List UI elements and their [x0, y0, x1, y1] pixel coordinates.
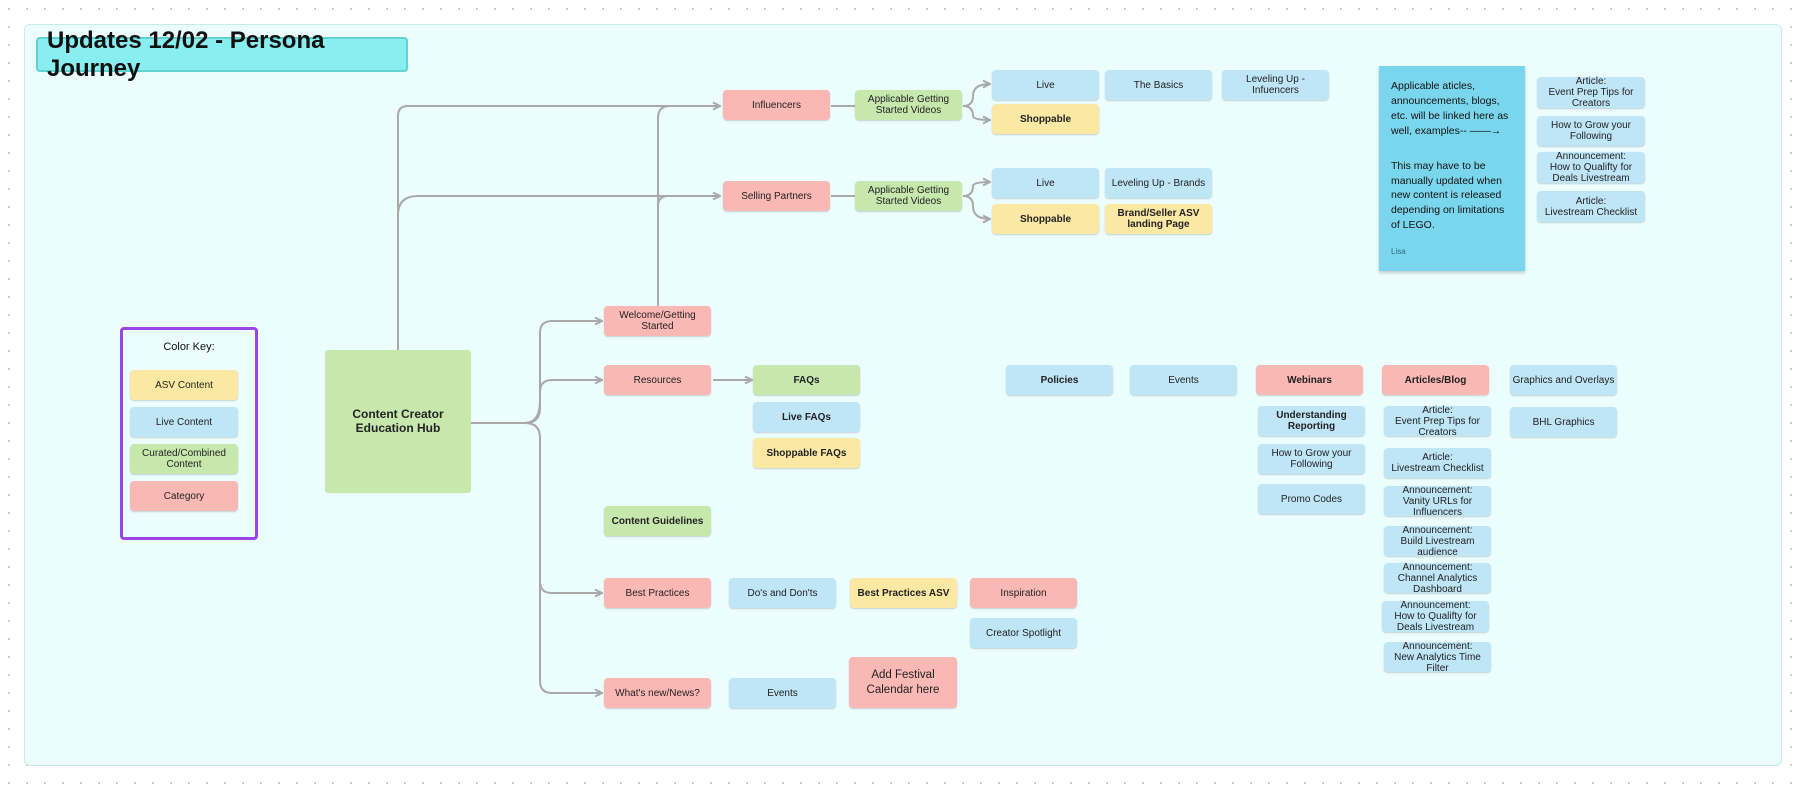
node-understanding-reporting[interactable]: Understanding Reporting — [1258, 406, 1365, 436]
note-example-livestream-checklist[interactable]: Article: Livestream Checklist — [1537, 191, 1645, 222]
node-policies[interactable]: Policies — [1006, 365, 1113, 395]
node-whats-new[interactable]: What's new/News? — [604, 678, 711, 708]
node-announcement-build-audience[interactable]: Announcement: Build Livestream audience — [1384, 525, 1491, 558]
node-best-practices[interactable]: Best Practices — [604, 578, 711, 608]
key-category: Category — [130, 481, 238, 511]
node-leveling-up-influencers[interactable]: Leveling Up - Infuencers — [1222, 70, 1329, 100]
node-resources[interactable]: Resources — [604, 365, 711, 395]
node-faqs[interactable]: FAQs — [753, 365, 860, 395]
node-influencers-live[interactable]: Live — [992, 70, 1099, 100]
note-text-1: Applicable aticles, announcements, blogs… — [1391, 80, 1509, 137]
node-graphics-overlays[interactable]: Graphics and Overlays — [1510, 365, 1617, 395]
node-creator-spotlight[interactable]: Creator Spotlight — [970, 618, 1077, 648]
node-welcome-getting-started[interactable]: Welcome/Getting Started — [604, 306, 711, 336]
node-article-event-prep[interactable]: Article: Event Prep Tips for Creators — [1384, 405, 1491, 438]
node-events[interactable]: Events — [1130, 365, 1237, 395]
note-text-2: This may have to be manually updated whe… — [1391, 159, 1505, 232]
node-content-guidelines[interactable]: Content Guidelines — [604, 506, 711, 536]
node-announcement-channel-analytics[interactable]: Announcement: Channel Analytics Dashboar… — [1384, 562, 1491, 595]
node-leveling-up-brands[interactable]: Leveling Up - Brands — [1105, 168, 1212, 198]
key-live-content: Live Content — [130, 407, 238, 437]
note-example-event-prep[interactable]: Article: Event Prep Tips for Creators — [1537, 76, 1645, 109]
node-best-practices-asv[interactable]: Best Practices ASV — [850, 578, 957, 608]
node-partners-videos[interactable]: Applicable Getting Started Videos — [855, 181, 962, 211]
node-partners-shoppable[interactable]: Shoppable — [992, 204, 1099, 234]
node-promo-codes[interactable]: Promo Codes — [1258, 484, 1365, 514]
node-announcement-time-filter[interactable]: Announcement: New Analytics Time Filter — [1384, 641, 1491, 674]
node-brand-seller-landing[interactable]: Brand/Seller ASV landing Page — [1105, 204, 1212, 234]
node-announcement-vanity-urls[interactable]: Announcement: Vanity URLs for Influencer… — [1384, 485, 1491, 518]
node-live-faqs[interactable]: Live FAQs — [753, 402, 860, 432]
hub-node[interactable]: Content Creator Education Hub — [325, 350, 471, 493]
node-webinars[interactable]: Webinars — [1256, 365, 1363, 395]
node-influencers[interactable]: Influencers — [723, 90, 830, 120]
node-the-basics[interactable]: The Basics — [1105, 70, 1212, 100]
node-add-festival-calendar[interactable]: Add Festival Calendar here — [849, 657, 957, 708]
note-author: Lisa — [1391, 247, 1406, 256]
node-shoppable-faqs[interactable]: Shoppable FAQs — [753, 438, 860, 468]
node-inspiration[interactable]: Inspiration — [970, 578, 1077, 608]
board-title: Updates 12/02 - Persona Journey — [36, 27, 408, 82]
node-dos-and-donts[interactable]: Do's and Don'ts — [729, 578, 836, 608]
node-whats-new-events[interactable]: Events — [729, 678, 836, 708]
node-influencers-shoppable[interactable]: Shoppable — [992, 104, 1099, 134]
node-article-livestream-checklist[interactable]: Article: Livestream Checklist — [1384, 448, 1491, 478]
node-grow-following[interactable]: How to Grow your Following — [1258, 444, 1365, 474]
note-example-grow-following[interactable]: How to Grow your Following — [1537, 116, 1645, 146]
note-example-qualify-deals[interactable]: Announcement: How to Qualifty for Deals … — [1537, 151, 1645, 184]
sticky-note: Applicable aticles, announcements, blogs… — [1379, 66, 1525, 271]
color-key-title: Color Key: — [163, 341, 215, 353]
node-influencers-videos[interactable]: Applicable Getting Started Videos — [855, 90, 962, 120]
node-partners-live[interactable]: Live — [992, 168, 1099, 198]
node-announcement-qualify-deals[interactable]: Announcement: How to Qualifty for Deals … — [1382, 600, 1489, 633]
node-articles-blog[interactable]: Articles/Blog — [1382, 365, 1489, 395]
key-curated-content: Curated/Combined Content — [130, 444, 238, 474]
node-bhl-graphics[interactable]: BHL Graphics — [1510, 407, 1617, 437]
key-asv-content: ASV Content — [130, 370, 238, 400]
node-selling-partners[interactable]: Selling Partners — [723, 181, 830, 211]
